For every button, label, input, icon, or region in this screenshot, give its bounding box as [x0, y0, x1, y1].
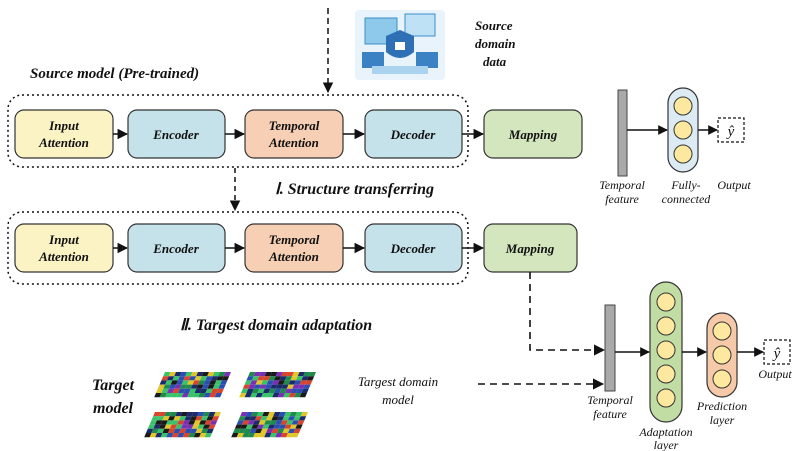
heatmap-tile	[239, 372, 316, 398]
output-label-bottom: Output	[758, 367, 792, 381]
heatmap-tile	[144, 412, 221, 438]
row1-blocks: Input Attention Encoder Temporal Attenti…	[14, 109, 583, 159]
temporal-feature-top-label-1: Temporal	[599, 178, 645, 192]
prediction-layer-label-1: Prediction	[696, 399, 747, 413]
source-domain-data-line1: Source	[475, 18, 513, 33]
adaptation-layer-label-2: layer	[654, 438, 679, 451]
adaptation-layer-label-1: Adaptation	[638, 425, 692, 439]
encoder-label: Encoder	[152, 127, 199, 142]
target-model-label-2: model	[93, 400, 134, 417]
source-domain-data-line3: data	[483, 54, 507, 69]
fc-neurons	[673, 96, 693, 164]
mapping-label: Mapping	[508, 127, 558, 142]
targest-domain-model-label-1: Targest domain	[358, 374, 438, 389]
temporal-feature-bar-top	[617, 89, 628, 177]
temporal-feature-bottom-label-1: Temporal	[587, 393, 633, 407]
prediction-neurons	[712, 321, 732, 389]
source-domain-data-line2: domain	[475, 36, 515, 51]
output-y-hat-bottom: ŷ	[772, 346, 781, 362]
step1-label: Ⅰ. Structure transferring	[275, 181, 434, 198]
temporal-feature-bottom-label-2: feature	[593, 407, 627, 421]
temporal-attention-label-2: Attention	[268, 135, 319, 150]
input-attention-label-2: Attention	[38, 135, 89, 150]
step2-label: Ⅱ. Targest domain adaptation	[180, 317, 372, 334]
source-model-title: Source model (Pre-trained)	[30, 66, 199, 82]
temporal-attention-2-label-2: Attention	[268, 249, 319, 264]
row2-blocks: Input Attention Encoder Temporal Attenti…	[14, 223, 578, 273]
output-y-hat-top: ŷ	[726, 124, 735, 140]
heatmap-tile	[154, 372, 231, 398]
adaptation-neurons	[656, 292, 676, 408]
fully-connected-label-2: connected	[662, 192, 712, 206]
source-data-illustration	[355, 10, 445, 80]
temporal-attention-label-1: Temporal	[269, 118, 320, 133]
targest-domain-model-label-2: model	[382, 392, 414, 407]
output-box-top	[717, 117, 745, 143]
input-attention-2-label-2: Attention	[38, 249, 89, 264]
decoder-2-label: Decoder	[390, 241, 437, 256]
encoder-2-label: Encoder	[152, 241, 199, 256]
mapping-2-label: Mapping	[505, 241, 555, 256]
fully-connected-label-1: Fully-	[670, 178, 700, 192]
input-attention-label-1: Input	[48, 118, 79, 133]
target-data-heatmaps	[144, 372, 316, 438]
prediction-layer-label-2: layer	[710, 413, 735, 427]
input-attention-2-label-1: Input	[48, 232, 79, 247]
target-model-label-1: Target	[92, 377, 135, 394]
mapping-to-feature-arrow	[529, 272, 606, 356]
temporal-feature-bar-bottom	[604, 304, 616, 392]
decoder-label: Decoder	[390, 127, 437, 142]
temporal-attention-2-label-1: Temporal	[269, 232, 320, 247]
output-label-top: Output	[717, 178, 751, 192]
heatmap-tile	[231, 412, 308, 438]
output-box-bottom	[763, 339, 791, 365]
temporal-feature-top-label-2: feature	[605, 192, 639, 206]
source-model-container	[7, 94, 469, 168]
